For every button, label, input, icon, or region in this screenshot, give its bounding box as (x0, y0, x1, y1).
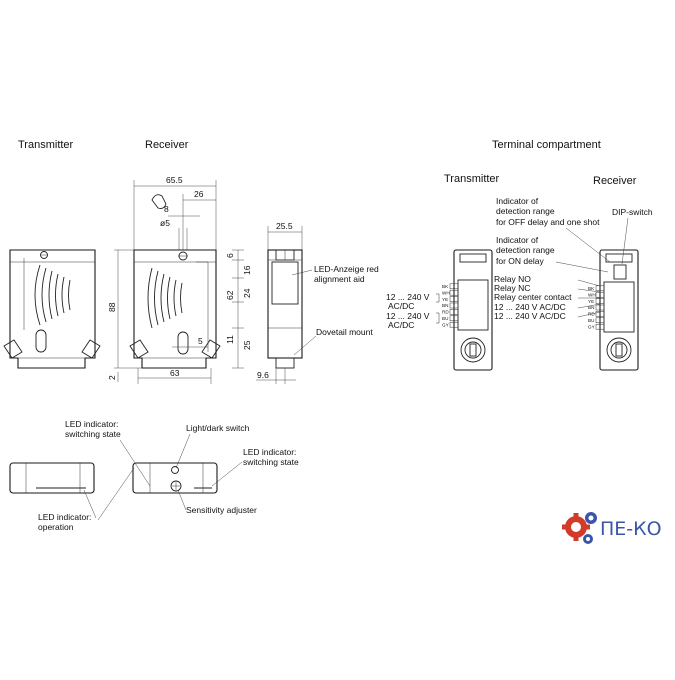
label-dip-switch: DIP-switch (612, 207, 653, 217)
pin-label: BN (588, 305, 594, 310)
dim-v-6: 6 (225, 253, 235, 258)
label-supply-tx-a2: AC/DC (388, 301, 414, 311)
label-on-delay-1: Indicator of (496, 235, 539, 245)
dim-hole: ø5 (160, 218, 170, 228)
pin-label: GY (442, 322, 449, 327)
title-transmitter: Transmitter (18, 139, 74, 151)
terminal-slot (595, 291, 605, 298)
label-led-switching-right-1: LED indicator: (243, 447, 296, 457)
transmitter-front-view (3, 249, 101, 369)
label-led-operation-2: operation (38, 522, 74, 532)
dim-base-63: 63 (170, 368, 180, 378)
receiver-top-view (132, 462, 218, 494)
pin-label: BU (442, 316, 448, 321)
dim-v-16: 16 (242, 265, 252, 275)
wrench-icon (151, 194, 167, 209)
label-relay-no: Relay NO (494, 274, 531, 284)
pe-ko-logo: ПЕ-КО (562, 512, 662, 544)
dim-depth-5: 5 (198, 336, 203, 346)
dim-width-total: 65.5 (166, 175, 183, 185)
terminal-slot (595, 304, 605, 311)
gear-icon (562, 512, 597, 544)
pin-label: BU (588, 318, 594, 323)
terminal-receiver (599, 249, 639, 371)
dim-side-25-5: 25.5 (276, 221, 293, 231)
pin-label: BK (442, 284, 449, 289)
pin-label: RD (442, 310, 449, 315)
pin-label: BK (588, 286, 595, 291)
terminal-slot (449, 309, 459, 315)
terminal-slot (449, 321, 459, 328)
label-supply-rx2: 12 ... 240 V AC/DC (494, 311, 566, 321)
title-terminal-compartment: Terminal compartment (492, 139, 601, 151)
label-supply-tx-b2: AC/DC (388, 320, 414, 330)
label-on-delay-2: detection range (496, 245, 555, 255)
pin-label: GY (588, 324, 595, 329)
terminal-slot (595, 317, 605, 324)
label-led-switching-left-1: LED indicator: (65, 419, 118, 429)
pin-label: WH (588, 292, 596, 297)
dim-v-24: 24 (242, 288, 252, 298)
pin-label: YE (442, 297, 448, 302)
label-supply-rx: 12 ... 240 V AC/DC (494, 302, 566, 312)
label-led-alignment-2: alignment aid (314, 274, 365, 284)
label-led-alignment-1: LED-Anzeige red (314, 264, 379, 274)
label-supply-tx-a1: 12 ... 240 V (386, 292, 430, 302)
label-led-switching-right-2: switching state (243, 457, 299, 467)
terminal-slot (595, 298, 605, 304)
transmitter-top-view (9, 462, 95, 494)
dim-offset-2: 2 (107, 375, 117, 380)
dim-wrench: 8 (164, 204, 169, 214)
label-led-operation-1: LED indicator: (38, 512, 91, 522)
terminal-slot (449, 296, 459, 302)
dim-v-25: 25 (242, 340, 252, 350)
dim-side-9-6: 9.6 (257, 370, 269, 380)
pin-label: BN (442, 303, 448, 308)
logo-text: ПЕ-КО (600, 518, 662, 540)
title-terminal-receiver: Receiver (593, 175, 637, 187)
label-light-dark: Light/dark switch (186, 423, 250, 433)
pin-label: YE (588, 299, 594, 304)
title-terminal-transmitter: Transmitter (444, 173, 500, 185)
label-sensitivity: Sensitivity adjuster (186, 505, 257, 515)
label-on-delay-3: for ON delay (496, 256, 544, 266)
terminal-slot (449, 302, 459, 309)
title-receiver: Receiver (145, 139, 189, 151)
label-led-switching-left-2: switching state (65, 429, 121, 439)
label-relay-nc: Relay NC (494, 283, 530, 293)
terminal-slot (595, 323, 605, 330)
label-relay-center: Relay center contact (494, 292, 572, 302)
terminal-slot (449, 315, 459, 322)
label-supply-tx-b1: 12 ... 240 V (386, 311, 430, 321)
dim-height-88: 88 (107, 302, 117, 312)
receiver-front-view (129, 249, 221, 369)
side-view: 25.5 9.6 (256, 221, 317, 384)
terminal-slot (449, 283, 459, 290)
dim-v-11: 11 (225, 335, 235, 344)
dim-v-62: 62 (225, 290, 235, 300)
label-dovetail: Dovetail mount (316, 327, 373, 337)
pin-label: WH (442, 290, 450, 295)
label-off-delay-1: Indicator of (496, 196, 539, 206)
dim-width-26: 26 (194, 189, 204, 199)
terminal-slot (595, 311, 605, 317)
terminal-slot (449, 289, 459, 296)
terminal-transmitter (453, 249, 493, 371)
label-off-delay-3: for OFF delay and one shot (496, 217, 600, 227)
label-off-delay-2: detection range (496, 206, 555, 216)
receiver-dimensions: 65.5 26 8 ø5 88 2 63 5 6 16 62 24 11 25 (107, 175, 252, 384)
